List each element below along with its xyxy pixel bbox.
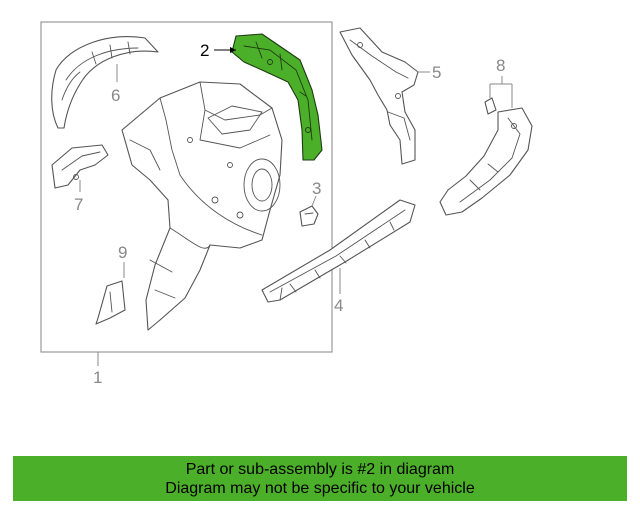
- callout-1: 1: [93, 368, 102, 387]
- callout-3: 3: [312, 179, 321, 198]
- banner-line-1: Part or sub-assembly is #2 in diagram: [185, 461, 455, 478]
- part-9: [95, 280, 126, 325]
- part-5: [339, 27, 419, 165]
- part-8: [439, 97, 533, 216]
- callout-8: 8: [496, 56, 505, 75]
- callout-9: 9: [118, 243, 127, 262]
- part-3: [299, 205, 319, 227]
- callout-7: 7: [74, 195, 83, 214]
- part-8-bolt: [484, 97, 497, 115]
- part-2-highlighted: [231, 33, 323, 161]
- callout-2: 2: [200, 41, 209, 60]
- part-7: [51, 144, 109, 189]
- banner-line-2: Diagram may not be specific to your vehi…: [165, 480, 475, 497]
- parts-diagram: 1 6 7 9: [40, 21, 533, 387]
- callout-4: 4: [334, 296, 343, 315]
- info-banner: Part or sub-assembly is #2 in diagram Di…: [13, 456, 627, 501]
- part-6: [51, 36, 159, 129]
- callout-5: 5: [432, 63, 441, 82]
- inner-quarter-panel: [121, 81, 283, 331]
- callout-6: 6: [111, 86, 120, 105]
- part-4: [261, 199, 416, 303]
- assembly-box: [40, 21, 333, 353]
